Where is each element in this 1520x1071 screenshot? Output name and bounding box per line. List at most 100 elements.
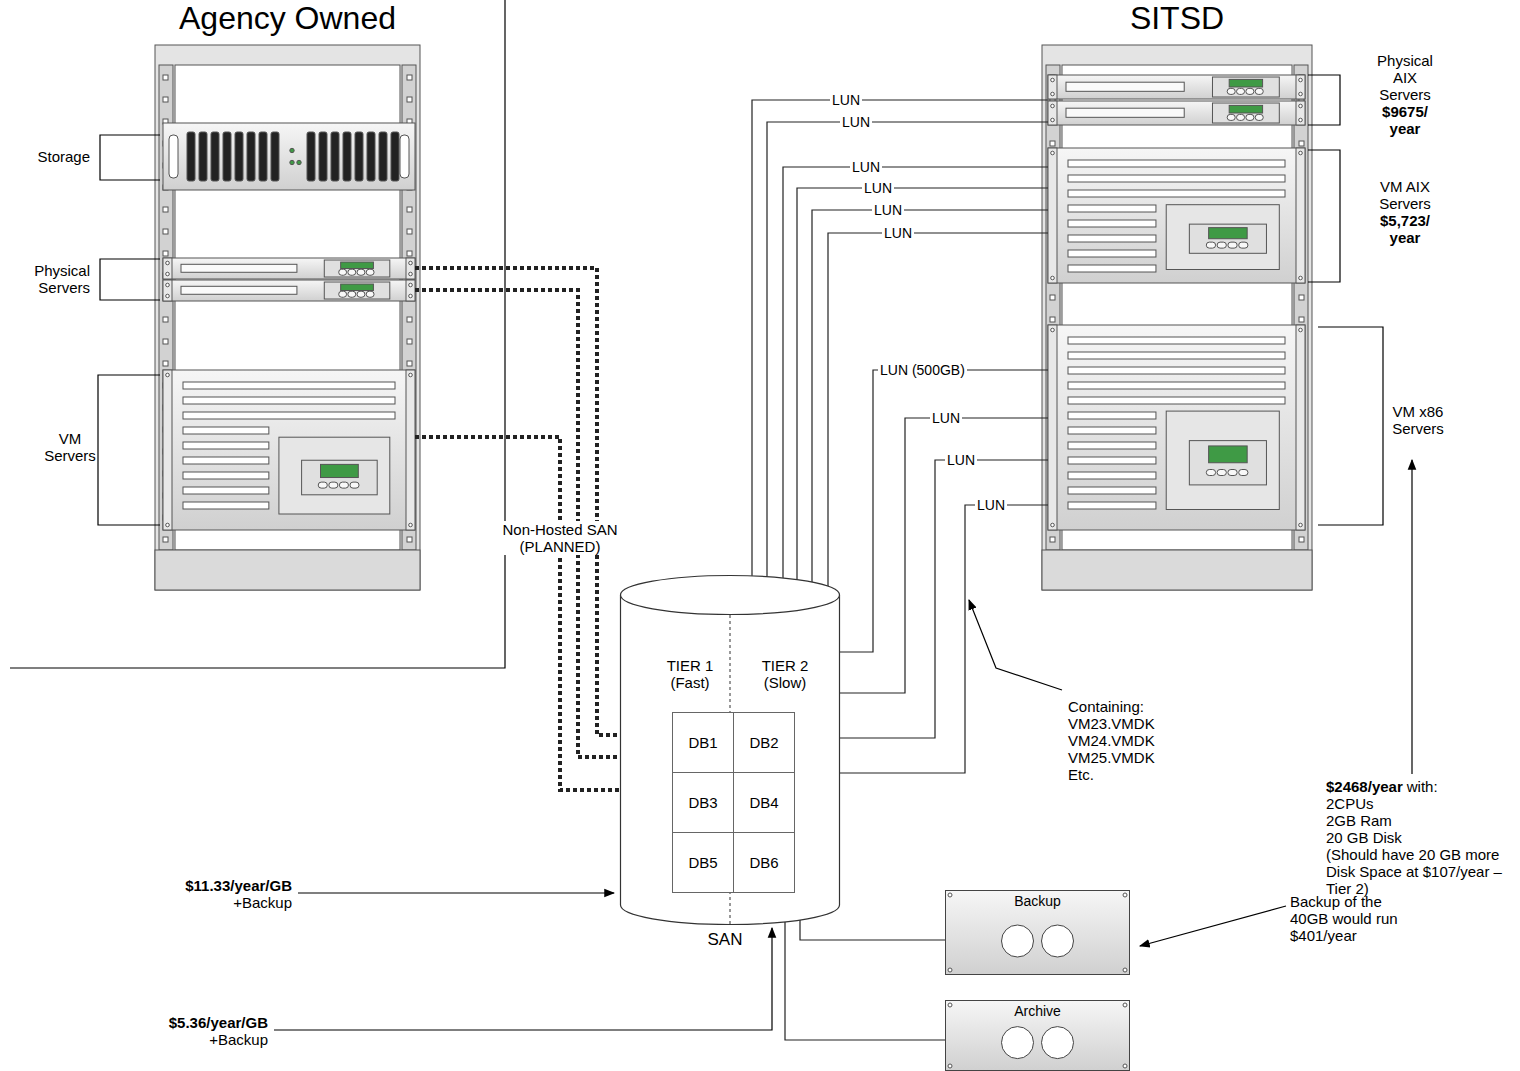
db-label-box: DB3 — [673, 773, 733, 832]
screw — [1123, 968, 1127, 972]
db-volume: DB2 — [733, 712, 795, 773]
drive-bay — [223, 132, 231, 181]
front-panel — [279, 437, 390, 514]
rack-ear — [406, 280, 415, 301]
handle — [169, 135, 178, 178]
note-text: 2CPUs — [1326, 795, 1516, 812]
screw — [1299, 78, 1303, 82]
screw — [1051, 276, 1055, 280]
node-label: Agency Owned — [135, 0, 440, 37]
text-block: Storage — [20, 148, 90, 165]
planned-link — [415, 268, 620, 735]
rack-base — [1042, 550, 1312, 590]
cost-label: $5,723/ year — [1374, 212, 1436, 246]
db-label: DB4 — [749, 794, 778, 811]
screw — [409, 272, 413, 276]
note-block: Backup of the 40GB would run $401/year — [1290, 893, 1408, 944]
db-volume: DB4 — [733, 772, 795, 833]
node-label: Physical Servers — [20, 262, 90, 296]
screw — [948, 1064, 952, 1068]
rack-ear — [1296, 325, 1305, 530]
front-panel — [1166, 205, 1279, 270]
cylinder-body — [621, 595, 840, 925]
rack-ear — [406, 258, 415, 279]
db-label: DB2 — [749, 734, 778, 751]
drive-bay — [391, 132, 399, 181]
rack-frame: StoragePhysical ServersVM ServersAgency … — [155, 45, 420, 590]
screw — [1051, 328, 1055, 332]
screw — [1299, 151, 1303, 155]
lun-link — [785, 922, 945, 1040]
screw — [1299, 276, 1303, 280]
rack-hole — [1050, 295, 1055, 300]
rack-hole — [163, 361, 168, 366]
rack-hole — [407, 317, 412, 322]
drive-slot — [1068, 367, 1285, 374]
rack-ear — [1048, 325, 1057, 530]
drive-slot — [1068, 175, 1285, 182]
drive-slot — [1068, 220, 1156, 227]
note-text: Backup of the 40GB would run $401/year — [1290, 893, 1408, 944]
rack-post — [1294, 65, 1308, 550]
panel-button — [348, 291, 356, 297]
rack-hole — [1050, 141, 1055, 146]
control-panel — [1212, 103, 1279, 123]
panel-button — [1217, 242, 1226, 248]
rack-ear — [163, 280, 172, 301]
drive-slot — [1068, 235, 1156, 242]
screw — [1123, 1064, 1127, 1068]
lcd-screen — [1209, 228, 1248, 239]
lcd-screen — [1209, 446, 1248, 463]
status-led — [297, 160, 301, 164]
front-panel — [1166, 411, 1279, 509]
rack-hole — [163, 207, 168, 212]
tape-reel — [1002, 1027, 1034, 1059]
db-label: DB5 — [688, 854, 717, 871]
panel-button — [357, 291, 365, 297]
screw — [166, 283, 170, 287]
screw — [409, 294, 413, 298]
lun-label: LUN — [840, 114, 872, 130]
note-block: $5.36/year/GB+Backup — [118, 1014, 268, 1048]
bracket — [1308, 150, 1340, 282]
planned-link — [415, 437, 620, 790]
rack-hole — [407, 339, 412, 344]
lun-label: LUN — [930, 410, 962, 426]
drive-slot — [1066, 82, 1184, 91]
rack-hole — [1050, 537, 1055, 542]
storage-chassis — [163, 123, 415, 190]
panel-button — [1227, 88, 1235, 94]
bracket — [1318, 327, 1383, 525]
drive-slot — [1066, 108, 1184, 117]
server-group: VM AIX Servers$5,723/ year — [1048, 148, 1305, 283]
rack-ear — [1296, 101, 1305, 125]
rack-base — [155, 550, 420, 590]
lun-label: LUN — [882, 225, 914, 241]
rack-hole — [1050, 317, 1055, 322]
note-block: Containing: VM23.VMDK VM24.VMDK VM25.VMD… — [1068, 698, 1168, 783]
rack-hole — [163, 537, 168, 542]
drive-bay — [199, 132, 207, 181]
note-text: +Backup — [142, 894, 292, 911]
cost-note: $2468/year — [1326, 778, 1403, 795]
screw — [1051, 92, 1055, 96]
drive-bay — [271, 132, 279, 181]
screw — [166, 523, 170, 527]
node-label: Backup — [945, 893, 1130, 910]
lun-link — [840, 505, 1048, 773]
rack-ear — [163, 258, 172, 279]
screw — [409, 523, 413, 527]
rack-hole — [407, 97, 412, 102]
screw — [1051, 118, 1055, 122]
server-group: VM Servers — [163, 370, 415, 530]
node-label: Archive — [945, 1003, 1130, 1020]
text-block: Archive — [945, 1003, 1130, 1020]
lun-link — [840, 460, 1048, 738]
screw — [1123, 893, 1127, 897]
leader-arrow — [298, 892, 614, 893]
db-volume: DB6 — [733, 832, 795, 893]
screw — [1051, 151, 1055, 155]
lun-label: LUN — [850, 159, 882, 175]
db-label-box: DB4 — [734, 773, 794, 832]
